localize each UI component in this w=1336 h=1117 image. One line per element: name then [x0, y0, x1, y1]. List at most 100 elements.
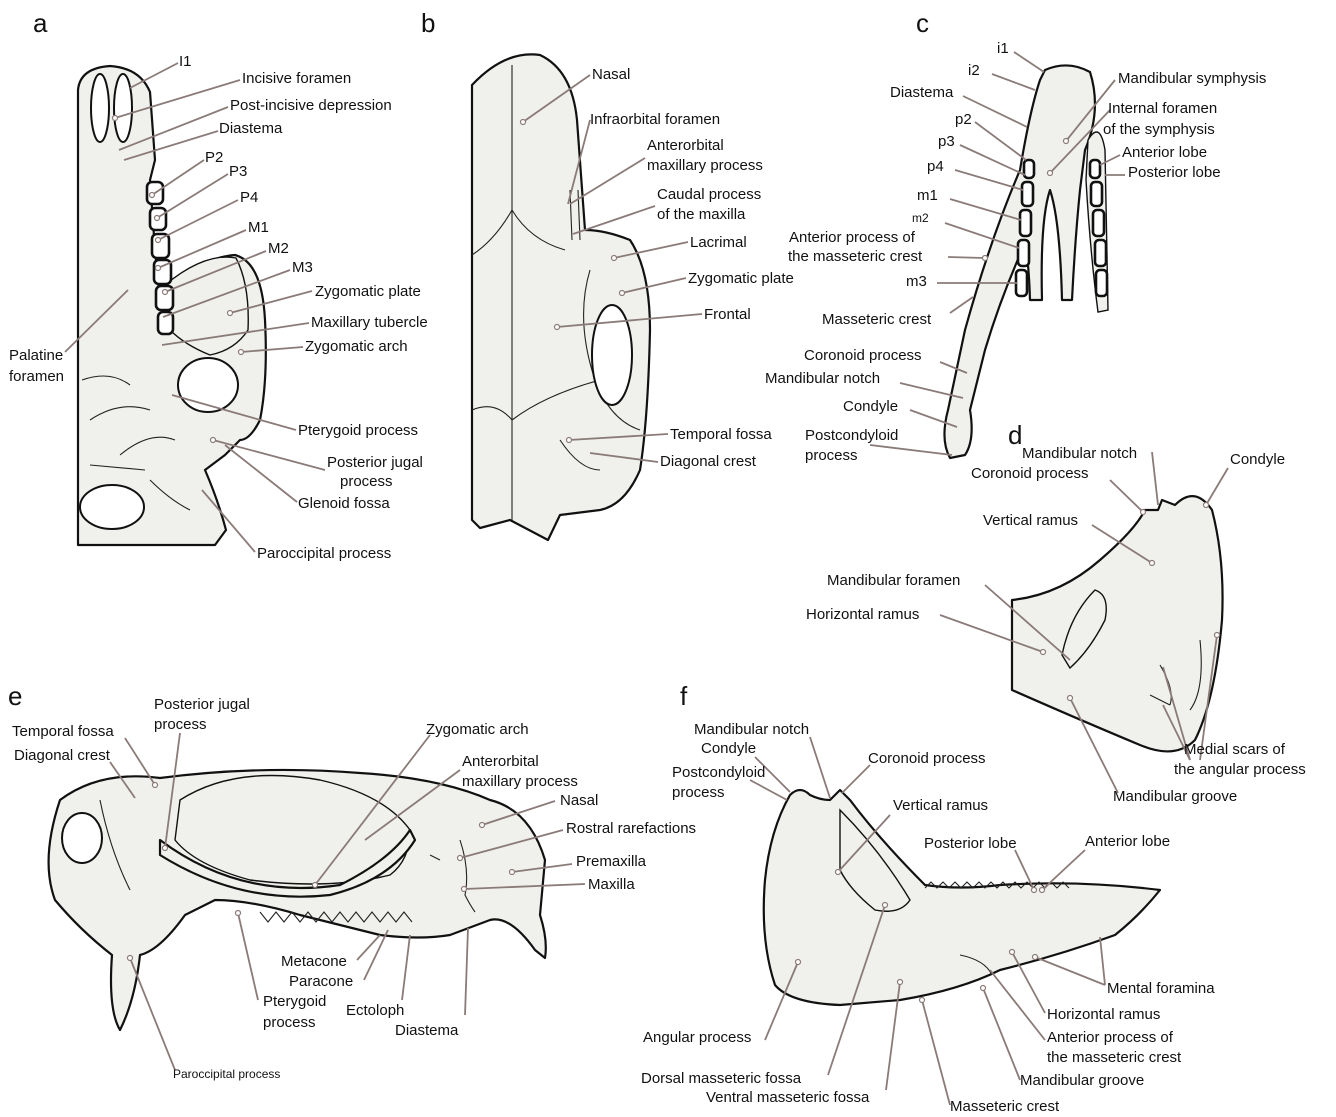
panel-a [78, 66, 266, 545]
label-a-pterygoid: Pterygoid process [298, 422, 418, 439]
panel-letter-e: e [8, 681, 22, 711]
label-b-zygomatic-plate: Zygomatic plate [688, 270, 794, 287]
label-a-p4: P4 [240, 189, 258, 206]
panel-letter-b: b [421, 8, 435, 38]
label-b-anterorbital-1: Anterorbital [647, 137, 724, 154]
label-e-anterorbital-2: maxillary process [462, 773, 578, 790]
panel-f [764, 790, 1160, 1005]
label-d-mandibular-notch: Mandibular notch [1022, 445, 1137, 462]
label-f-masseteric-crest: Masseteric crest [950, 1098, 1060, 1115]
label-c-internal-foramen-1: Internal foramen [1108, 100, 1217, 117]
label-c-mandibular-notch: Mandibular notch [765, 370, 880, 387]
label-a-m1: M1 [248, 219, 269, 236]
label-f-condyle: Condyle [701, 740, 756, 757]
label-a-zygomatic-plate: Zygomatic plate [315, 283, 421, 300]
label-b-nasal: Nasal [592, 66, 630, 83]
label-e-rostral: Rostral rarefactions [566, 820, 696, 837]
label-e-pterygoid-2: process [263, 1014, 316, 1031]
label-c-m2: m2 [912, 211, 929, 225]
label-e-anterorbital-1: Anterorbital [462, 753, 539, 770]
label-c-anterior-lobe: Anterior lobe [1122, 144, 1207, 161]
label-b-diagonal-crest: Diagonal crest [660, 453, 757, 470]
label-d-horizontal-ramus: Horizontal ramus [806, 606, 919, 623]
panel-letter-a: a [33, 8, 48, 38]
label-a-p2: P2 [205, 149, 223, 166]
label-f-ant-process-1: Anterior process of [1047, 1029, 1174, 1046]
label-a-i1: I1 [179, 53, 192, 70]
panel-letter-f: f [680, 681, 688, 711]
label-a-paroccipital: Paroccipital process [257, 545, 391, 562]
panel-a-orbit-opening [178, 358, 238, 412]
label-b-anterorbital-2: maxillary process [647, 157, 763, 174]
label-e-diastema: Diastema [395, 1022, 459, 1039]
label-c-ant-process-1: Anterior process of [789, 229, 916, 246]
label-e-paroccipital: Paroccipital process [173, 1067, 280, 1081]
label-b-frontal: Frontal [704, 306, 751, 323]
panel-e [49, 770, 546, 1030]
label-f-posterior-lobe: Posterior lobe [924, 835, 1017, 852]
label-c-p3: p3 [938, 133, 955, 150]
label-a-palatine-2: foramen [9, 368, 64, 385]
panel-e-auditory-meatus [62, 813, 102, 863]
label-d-coronoid: Coronoid process [971, 465, 1089, 482]
label-c-internal-foramen-2: of the symphysis [1103, 121, 1215, 138]
panel-d-mandible-outline [1012, 496, 1223, 751]
label-a-post-incisive: Post-incisive depression [230, 97, 392, 114]
label-c-p4: p4 [927, 158, 944, 175]
label-c-i2: i2 [968, 62, 980, 79]
label-d-medial-scars-2: the angular process [1174, 761, 1306, 778]
label-f-postcondyloid-1: Postcondyloid [672, 764, 765, 781]
label-f-mandibular-groove: Mandibular groove [1020, 1072, 1144, 1089]
label-f-vertical-ramus: Vertical ramus [893, 797, 988, 814]
label-a-maxillary-tubercle: Maxillary tubercle [311, 314, 428, 331]
label-f-ant-process-2: the masseteric crest [1047, 1049, 1182, 1066]
label-a-m2: M2 [268, 240, 289, 257]
label-d-vertical-ramus: Vertical ramus [983, 512, 1078, 529]
label-b-caudal-2: of the maxilla [657, 206, 746, 223]
label-c-masseteric-crest: Masseteric crest [822, 311, 932, 328]
panel-f-mandible-outline [764, 790, 1160, 1005]
label-d-mandibular-foramen: Mandibular foramen [827, 572, 960, 589]
label-e-paracone: Paracone [289, 973, 353, 990]
label-e-posterior-jugal-1: Posterior jugal [154, 696, 250, 713]
label-a-zygomatic-arch: Zygomatic arch [305, 338, 408, 355]
label-c-ant-process-2: the masseteric crest [788, 248, 923, 265]
label-b-infraorbital: Infraorbital foramen [590, 111, 720, 128]
label-e-pterygoid-1: Pterygoid [263, 993, 326, 1010]
label-f-anterior-lobe: Anterior lobe [1085, 833, 1170, 850]
label-c-coronoid: Coronoid process [804, 347, 922, 364]
label-d-mandibular-groove: Mandibular groove [1113, 788, 1237, 805]
panel-a-incisor-left [91, 74, 109, 142]
label-c-symphysis: Mandibular symphysis [1118, 70, 1266, 87]
label-a-incisive-foramen: Incisive foramen [242, 70, 351, 87]
label-f-ventral-fossa: Ventral masseteric fossa [706, 1089, 870, 1106]
panel-a-incisor-right [114, 74, 132, 142]
label-a-p3: P3 [229, 163, 247, 180]
panel-letter-d: d [1008, 420, 1022, 450]
label-c-m1: m1 [917, 187, 938, 204]
label-e-metacone: Metacone [281, 953, 347, 970]
label-e-premaxilla: Premaxilla [576, 853, 647, 870]
label-e-posterior-jugal-2: process [154, 716, 207, 733]
label-f-coronoid: Coronoid process [868, 750, 986, 767]
label-c-diastema: Diastema [890, 84, 954, 101]
label-d-medial-scars-1: Medial scars of [1184, 741, 1286, 758]
label-b-lacrimal: Lacrimal [690, 234, 747, 251]
label-e-maxilla: Maxilla [588, 876, 635, 893]
label-f-mental-foramina: Mental foramina [1107, 980, 1215, 997]
label-e-temporal-fossa: Temporal fossa [12, 723, 114, 740]
label-c-p2: p2 [955, 111, 972, 128]
panel-letter-c: c [916, 8, 929, 38]
label-a-palatine-1: Palatine [9, 347, 63, 364]
label-c-i1: i1 [997, 40, 1009, 57]
label-e-zygomatic-arch: Zygomatic arch [426, 721, 529, 738]
panel-d [1012, 496, 1223, 751]
label-f-angular-process: Angular process [643, 1029, 751, 1046]
label-f-horizontal-ramus: Horizontal ramus [1047, 1006, 1160, 1023]
label-c-postcondyloid-2: process [805, 447, 858, 464]
label-e-nasal: Nasal [560, 792, 598, 809]
label-e-ectoloph: Ectoloph [346, 1002, 404, 1019]
label-c-condyle: Condyle [843, 398, 898, 415]
label-f-mandibular-notch: Mandibular notch [694, 721, 809, 738]
